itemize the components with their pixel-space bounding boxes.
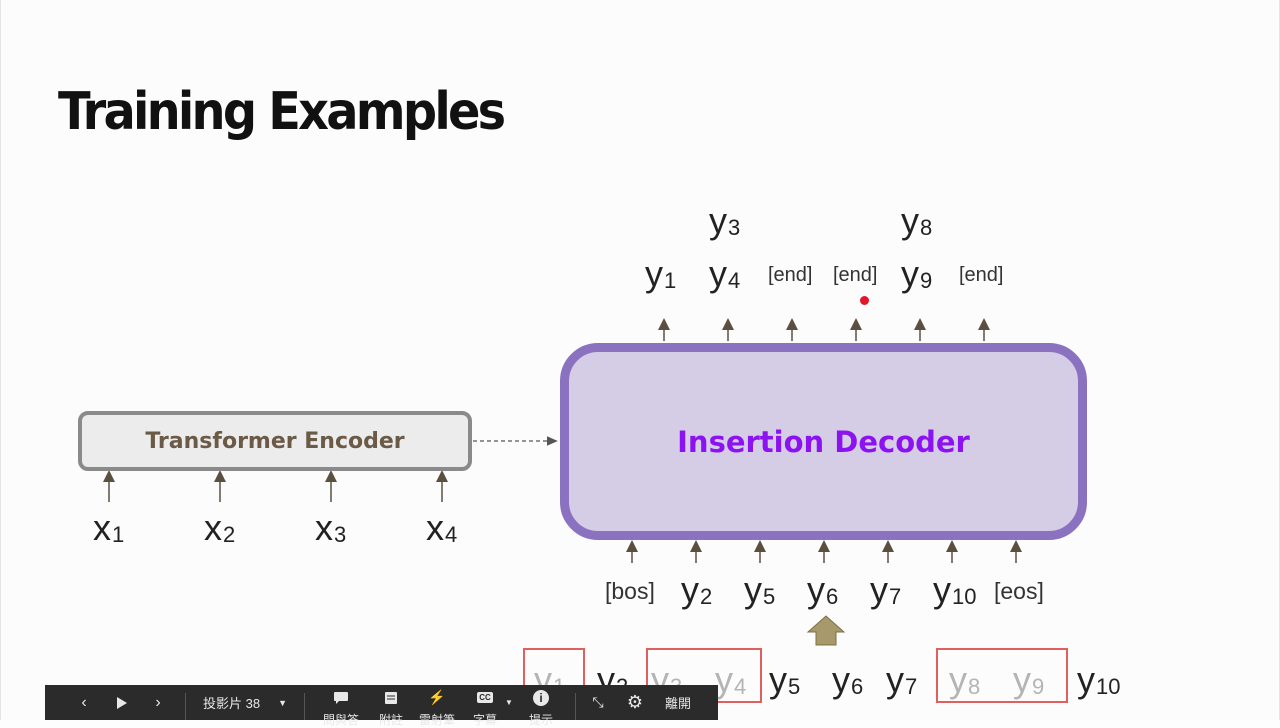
big-up-arrow xyxy=(806,615,846,646)
seq-y10: y10 xyxy=(1077,659,1121,700)
chevron-left-icon: ‹ xyxy=(81,693,87,711)
compress-icon: ⤡ xyxy=(592,694,604,710)
token-x3: x3 xyxy=(315,507,347,548)
input-y10: y10 xyxy=(933,569,977,610)
toolbar-divider xyxy=(575,693,576,720)
seq-y7: y7 xyxy=(886,659,918,700)
laser-pointer-button[interactable]: ⚡ 雷射筆 xyxy=(417,685,457,727)
info-button[interactable]: i 提示 xyxy=(523,685,559,727)
notes-icon xyxy=(385,691,397,704)
input-y6: y6 xyxy=(807,569,839,610)
output-end-1: [end] xyxy=(768,264,813,286)
output-y3: y3 xyxy=(709,200,741,241)
transformer-encoder-box: Transformer Encoder xyxy=(78,411,472,471)
output-y9: y9 xyxy=(901,253,933,294)
token-x4: x4 xyxy=(426,507,458,548)
output-end-3: [end] xyxy=(959,264,1004,286)
presenter-toolbar: ‹ › 投影片 38 ▼ 問與答 附註 ⚡ 雷射筆 CC 字幕 ▼ i 提示 ⤡… xyxy=(45,685,718,727)
settings-button[interactable]: ⚙ xyxy=(623,685,647,720)
captions-button[interactable]: CC 字幕 xyxy=(467,685,503,727)
seq-y5: y5 xyxy=(769,659,801,700)
prev-slide-button[interactable]: ‹ xyxy=(73,685,95,720)
laser-icon: ⚡ xyxy=(428,689,446,705)
input-eos: [eos] xyxy=(994,578,1044,604)
dropdown-caret-icon: ▼ xyxy=(278,697,287,708)
token-x1: x1 xyxy=(93,507,125,548)
output-y1: y1 xyxy=(645,253,677,294)
output-y8: y8 xyxy=(901,200,933,241)
slide-selector[interactable]: 投影片 38 ▼ xyxy=(195,685,295,720)
input-y5: y5 xyxy=(744,569,776,610)
slide-number-label: 投影片 38 xyxy=(203,696,261,711)
seq-y9: y9 xyxy=(1013,659,1045,700)
encoder-label: Transformer Encoder xyxy=(145,428,405,454)
toolbar-divider xyxy=(304,693,305,720)
play-button[interactable] xyxy=(111,685,133,720)
exit-button[interactable]: 離開 xyxy=(660,685,696,720)
seq-y6: y6 xyxy=(832,659,864,700)
qa-button[interactable]: 問與答 xyxy=(321,685,361,727)
info-icon: i xyxy=(533,689,549,706)
laser-pointer-dot xyxy=(860,296,869,305)
token-x2: x2 xyxy=(204,507,236,548)
output-y4: y4 xyxy=(709,253,741,294)
input-y7: y7 xyxy=(870,569,902,610)
input-y2: y2 xyxy=(681,569,713,610)
seq-y4: y4 xyxy=(715,659,747,700)
captions-dropdown[interactable]: ▼ xyxy=(502,685,516,720)
dropdown-caret-icon: ▼ xyxy=(505,698,513,707)
chevron-right-icon: › xyxy=(155,693,161,711)
input-bos: [bos] xyxy=(605,578,655,604)
gear-icon: ⚙ xyxy=(626,692,644,712)
next-slide-button[interactable]: › xyxy=(147,685,169,720)
exit-fullscreen-button[interactable]: ⤡ xyxy=(587,685,609,720)
output-end-2: [end] xyxy=(833,264,878,286)
highlight-box-y8-y9 xyxy=(936,648,1068,703)
seq-y8: y8 xyxy=(949,659,981,700)
exit-label: 離開 xyxy=(664,696,691,711)
decoder-label: Insertion Decoder xyxy=(677,424,970,459)
insertion-decoder-box: Insertion Decoder xyxy=(560,343,1087,540)
toolbar-divider xyxy=(185,693,186,720)
slide-title: Training Examples xyxy=(58,82,506,142)
chat-icon xyxy=(334,691,348,704)
notes-button[interactable]: 附註 xyxy=(375,685,407,727)
play-icon xyxy=(117,696,127,709)
cc-icon: CC xyxy=(477,692,493,703)
